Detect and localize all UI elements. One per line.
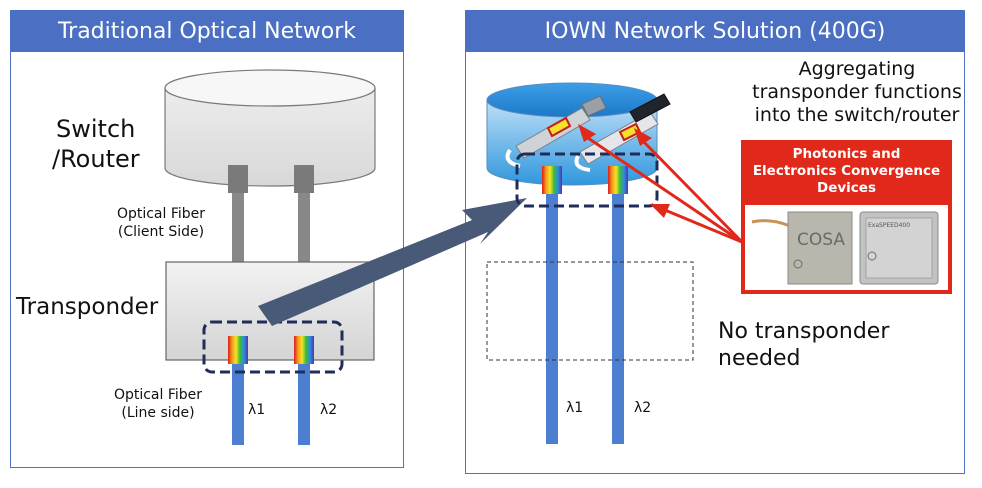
lambda1-label-right: λ1 <box>566 400 584 416</box>
line-fiber-label: Optical Fiber (Line side) <box>103 386 213 422</box>
line-side-fibers-right <box>546 190 624 444</box>
red-pointer-arrows <box>578 124 744 244</box>
migration-arrow <box>258 198 527 326</box>
transponder-label: Transponder <box>16 294 159 320</box>
device-box-title-line2: Electronics Convergence <box>752 163 941 179</box>
no-transponder-caption: No transponder needed <box>718 318 889 372</box>
switch-router-cylinder <box>164 69 376 187</box>
line-fiber-label-line2: (Line side) <box>121 405 195 421</box>
device-box-title-line1: Photonics and <box>792 146 901 162</box>
client-fiber-label: Optical Fiber (Client Side) <box>106 205 216 241</box>
line-fiber-label-line1: Optical Fiber <box>113 387 203 403</box>
switch-label: Switch /Router <box>52 114 140 174</box>
exaspeed-chip-image <box>859 211 939 285</box>
optical-module-lambda2 <box>294 336 314 364</box>
pluggable-module-2 <box>574 93 671 172</box>
switch-label-line1: Switch <box>56 115 136 143</box>
device-box-title: Photonics and Electronics Convergence De… <box>741 146 952 197</box>
pluggable-module-1 <box>505 95 607 168</box>
aggregating-caption-line3: into the switch/router <box>754 104 960 126</box>
aggregating-caption-line1: Aggregating <box>798 58 916 80</box>
no-transponder-line2: needed <box>718 346 801 371</box>
iown-solution-title: IOWN Network Solution (400G) <box>465 10 965 52</box>
client-fiber-label-line1: Optical Fiber <box>116 206 206 222</box>
exaspeed-chip-label: ExaSPEED400 <box>868 222 911 229</box>
iown-switch-cylinder <box>486 82 658 186</box>
traditional-network-title: Traditional Optical Network <box>10 10 404 52</box>
iown-optical-module-lambda1 <box>542 166 562 194</box>
lambda2-label-left: λ2 <box>320 402 338 418</box>
lambda1-label-left: λ1 <box>248 402 266 418</box>
switch-label-line2: /Router <box>52 145 140 173</box>
aggregating-caption: Aggregating transponder functions into t… <box>752 58 962 127</box>
no-transponder-line1: No transponder <box>718 319 890 344</box>
aggregating-caption-line2: transponder functions <box>752 81 962 103</box>
module-highlight <box>515 152 659 208</box>
optical-module-lambda1 <box>228 336 248 364</box>
client-fiber-label-line2: (Client Side) <box>117 224 205 240</box>
removed-transponder-placeholder <box>486 261 694 361</box>
iown-optical-module-lambda2 <box>608 166 628 194</box>
cosa-chip-image <box>751 211 853 285</box>
lambda2-label-right: λ2 <box>634 400 652 416</box>
line-side-fibers-left <box>232 360 310 445</box>
cosa-chip-label: COSA <box>797 230 845 250</box>
device-box-title-line3: Devices <box>817 180 876 196</box>
